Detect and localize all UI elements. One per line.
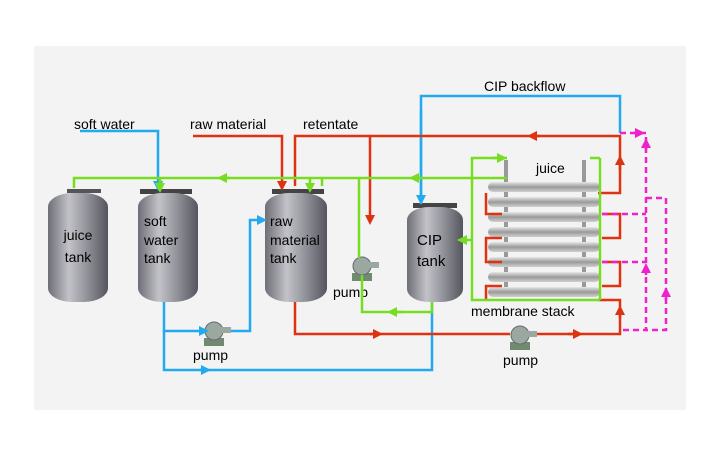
pump-middle-label: pump [333,284,368,300]
raw-material-tank-label-2: material [270,232,320,248]
juice-output-label: juice [535,160,565,176]
soft-water-input-label: soft water [74,116,135,132]
membrane-stack-label: membrane stack [471,303,575,319]
cip-tank: CIP tank [407,203,463,302]
soft-water-tank-label-3: tank [144,250,171,266]
backflow-lines [602,128,671,332]
juice-tank-label-1: juice [63,227,93,243]
soft-water-lines [80,94,622,375]
pump-left-label: pump [193,347,228,363]
juice-tank: juice tank [48,189,108,302]
soft-water-tank-label-1: soft [144,213,167,229]
cip-tank-label-1: CIP [417,232,442,249]
cip-backflow-label: CIP backflow [484,78,566,94]
raw-material-input-label: raw material [190,116,266,132]
soft-water-tank-label-2: water [143,232,179,248]
pump-right-label: pump [503,352,538,368]
raw-material-tank-label-3: tank [270,250,297,266]
pump-main: pump [503,325,538,368]
membrane-tubes [488,182,600,297]
retentate-label: retentate [303,116,358,132]
pump-cip: pump [333,256,379,300]
pump-soft-water: pump [193,321,231,363]
juice-lines [72,153,602,317]
raw-material-tank-label-1: raw [270,213,293,229]
membrane-stack: juice membrane stack [471,160,600,319]
cip-tank-label-2: tank [417,253,446,270]
raw-material-tank: raw material tank [265,189,327,302]
soft-water-tank: soft water tank [138,189,198,302]
raw-material-lines [193,131,625,339]
juice-tank-label-2: tank [65,249,92,265]
